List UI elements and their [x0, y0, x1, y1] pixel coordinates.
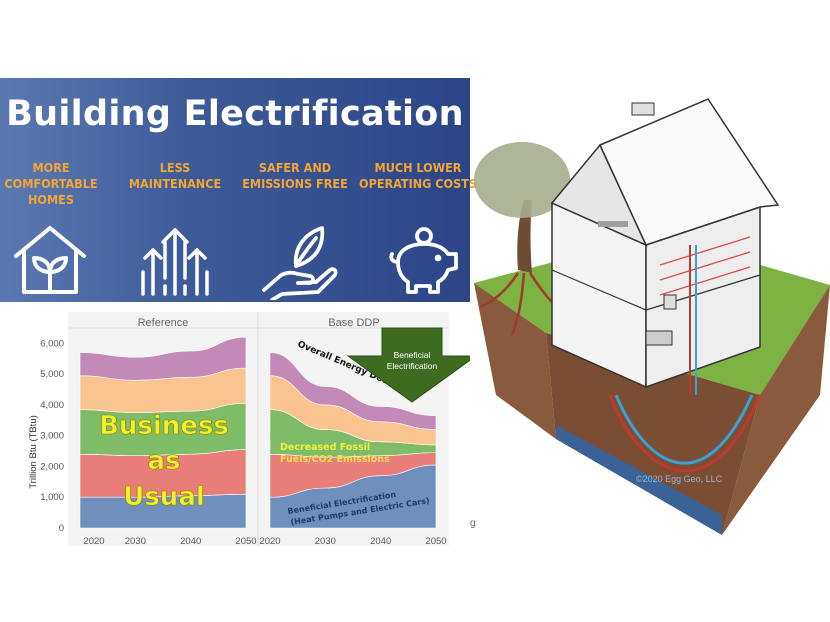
upward-arrows-icon	[141, 228, 209, 296]
x-tick-label: 2020	[83, 536, 104, 547]
y-tick-label: 5,000	[40, 369, 64, 380]
panel-base-ddp	[269, 352, 437, 529]
y-tick-label: 6,000	[40, 338, 64, 349]
building-electrification-banner: Building Electrification MORE COMFORTABL…	[0, 78, 477, 302]
benefit-less-maintenance: LESS MAINTENANCE	[128, 160, 222, 191]
y-tick-label: 1,000	[40, 492, 64, 503]
house-roof	[598, 98, 780, 246]
energy-area-chart: Reference Base DDP 0 1,000 2,000 3,000 4,000…	[0, 302, 470, 550]
hand-leaf-icon	[262, 226, 338, 300]
area-series-5	[269, 352, 437, 430]
y-tick-label: 3,000	[40, 431, 64, 442]
x-tick-label: 2050	[235, 536, 256, 547]
decreased-fossil-label-2: Fuels/CO2 Emissions	[280, 454, 390, 465]
y-tick-label: 0	[59, 523, 64, 534]
bau-line-1: Business	[99, 411, 229, 441]
house-plant-icon	[14, 226, 86, 294]
ceiling-vent	[598, 221, 628, 227]
radiant-floor-tubing	[659, 236, 751, 296]
x-tick-label: 2040	[180, 536, 201, 547]
ground-loop-supply	[608, 394, 762, 473]
arrow-label-line-1: Beneficial	[394, 350, 431, 360]
radiator	[645, 330, 673, 346]
earth-front-face	[546, 333, 760, 535]
panel-title-reference: Reference	[138, 317, 189, 329]
y-axis-label: Trillion Btu (TBtu)	[28, 415, 39, 489]
benefit-lower-costs: MUCH LOWER OPERATING COSTS	[359, 160, 477, 191]
area-series-5	[79, 336, 247, 381]
tree-canopy	[474, 142, 570, 218]
ground-loop-return	[614, 394, 754, 465]
x-tick-label: 2030	[315, 536, 336, 547]
stray-glyph: g	[470, 518, 476, 529]
x-tick-label: 2050	[425, 536, 446, 547]
bau-line-3: Usual	[123, 482, 205, 512]
y-axis: 0 1,000 2,000 3,000 4,000 5,000 6,000	[40, 338, 64, 534]
bau-line-2: as	[147, 446, 180, 476]
benefit-comfortable-homes: MORE COMFORTABLE HOMES	[4, 160, 98, 207]
business-as-usual-annotation: Business as Usual	[99, 411, 229, 513]
chimney	[631, 102, 655, 116]
panel-reference	[79, 336, 247, 529]
arrow-label-line-2: Electrification	[387, 361, 438, 371]
image-credit: ©2020 Egg Geo, LLC	[636, 474, 723, 484]
floor-line-front	[551, 269, 647, 311]
panel-title-base-ddp: Base DDP	[328, 317, 379, 329]
x-tick-label: 2040	[370, 536, 391, 547]
beneficial-electrification-arrow	[346, 327, 470, 403]
heat-pump-unit	[663, 294, 677, 310]
y-tick-label: 4,000	[40, 400, 64, 411]
tree-trunk	[517, 200, 532, 273]
banner-title: Building Electrification	[6, 94, 464, 134]
benefit-emissions-free: SAFER AND EMISSIONS FREE	[242, 160, 348, 191]
groundwater-band	[556, 425, 722, 535]
geothermal-house-illustration	[474, 98, 830, 535]
earth-left-face	[474, 283, 556, 439]
piggy-bank-icon	[389, 227, 458, 294]
x-tick-label: 2020	[259, 536, 280, 547]
x-tick-label: 2030	[125, 536, 146, 547]
y-tick-label: 2,000	[40, 461, 64, 472]
decreased-fossil-label-1: Decreased Fossil	[280, 442, 370, 453]
earth-right-face	[722, 285, 830, 535]
